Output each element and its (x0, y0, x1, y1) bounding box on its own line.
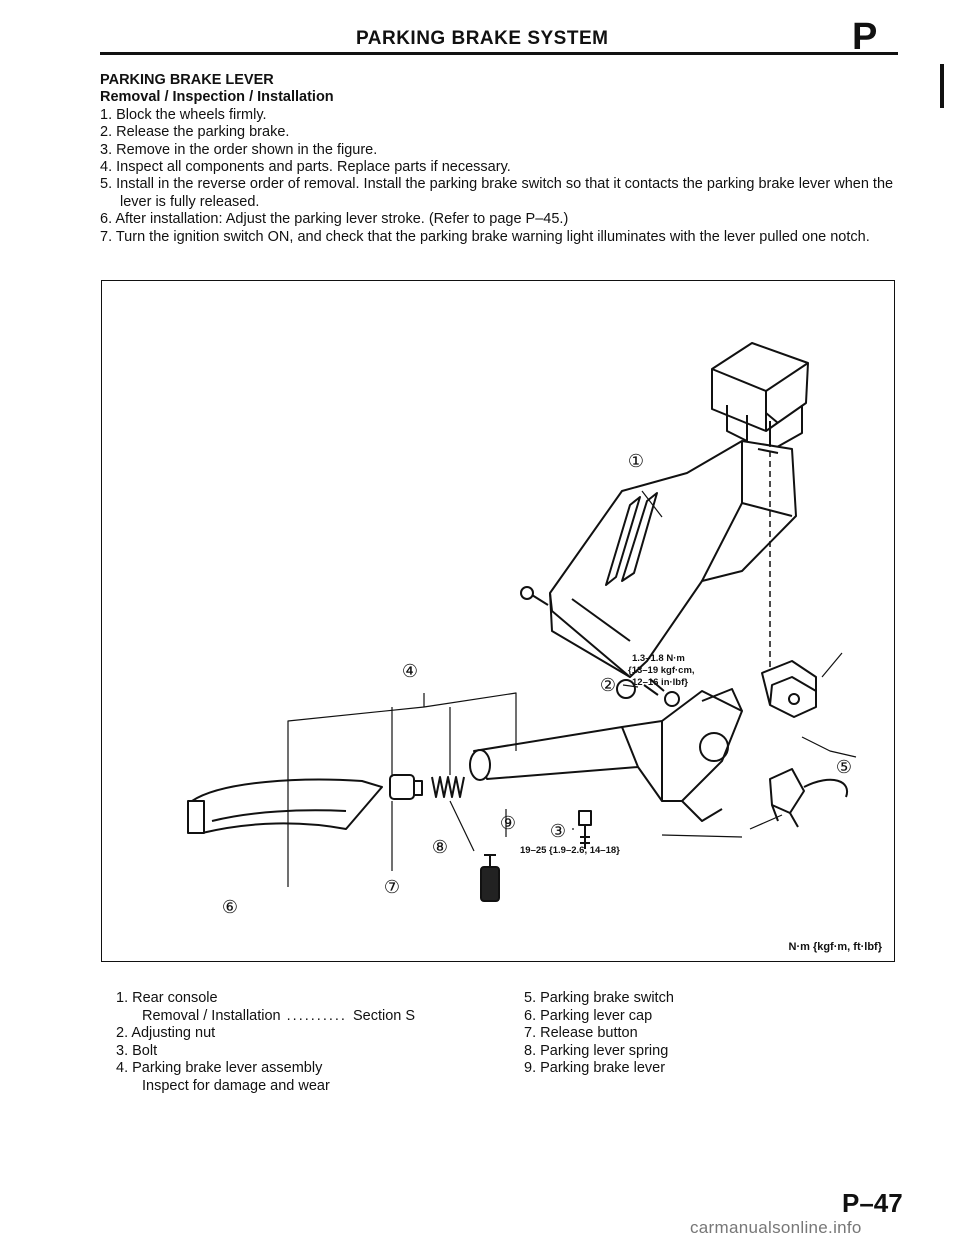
step-5: 5. Install in the reverse order of remov… (100, 176, 894, 210)
console-lid (711, 342, 809, 452)
step-1: 1. Block the wheels firmly. (100, 106, 267, 123)
legend-item-1-sub-text: Removal / Installation (142, 1007, 281, 1024)
page-title: PARKING BRAKE SYSTEM (356, 28, 609, 49)
callout-4: ④ (402, 661, 418, 681)
lever-spring (431, 776, 465, 798)
legend-item-2: 2. Adjusting nut (116, 1025, 216, 1042)
callout-6: ⑥ (222, 897, 238, 917)
section-letter: P (852, 16, 878, 58)
legend-item-8: 8. Parking lever spring (524, 1042, 669, 1059)
torque-spec-1-line-2: {13–19 kgf·cm, (628, 665, 695, 676)
parking-brake-switch (769, 768, 849, 828)
torque-spec-2: 19–25 {1.9–2.6, 14–18} (520, 845, 620, 856)
dot-leader: .......... (280, 1007, 353, 1024)
exploded-view-figure: ① ② ③ ④ ⑤ ⑥ ⑦ ⑧ ⑨ 1.3–1.8 N·m {13–19 kgf… (101, 280, 895, 962)
lever-bolt (578, 810, 592, 849)
callout-3: ③ (550, 821, 566, 841)
section-reference: Section S (352, 1007, 416, 1024)
legend-item-6: 6. Parking lever cap (524, 1007, 653, 1024)
callout-1: ① (628, 451, 644, 471)
step-7: 7. Turn the ignition switch ON, and chec… (100, 228, 870, 245)
step-3: 3. Remove in the order shown in the figu… (100, 141, 378, 158)
callout-7: ⑦ (384, 877, 400, 897)
release-button (389, 774, 423, 800)
legend-item-4-sub: Inspect for damage and wear (142, 1077, 330, 1094)
step-6: 6. After installation: Adjust the parkin… (100, 211, 569, 228)
legend-item-3: 3. Bolt (116, 1042, 158, 1059)
unit-label: N·m {kgf·m, ft·lbf} (788, 941, 883, 953)
legend-item-4: 4. Parking brake lever assembly (116, 1060, 323, 1077)
console-screw (520, 412, 779, 606)
mounting-bracket (761, 660, 817, 718)
legend-item-5: 5. Parking brake switch (524, 990, 674, 1006)
section-heading: PARKING BRAKE LEVER (100, 72, 274, 88)
torque-spec-1-line-3: 12–16 in·lbf} (632, 677, 688, 688)
parts-legend-right: 5. Parking brake switch 6. Parking lever… (524, 990, 824, 1078)
parking-brake-lever (469, 688, 743, 822)
torque-spec-1-line-1: 1.3–1.8 N·m (632, 653, 685, 664)
legend-item-7: 7. Release button (524, 1025, 638, 1042)
intro-text: PARKING BRAKE LEVER Removal / Inspection… (100, 72, 900, 246)
header-rule (100, 52, 898, 55)
step-4: 4. Inspect all components and parts. Rep… (100, 159, 511, 176)
lever-cap (187, 778, 383, 834)
callout-8: ⑧ (432, 837, 448, 857)
adjusting-nut (616, 678, 680, 707)
section-subheading: Removal / Inspection / Installation (100, 89, 334, 106)
callout-9: ⑨ (500, 813, 516, 833)
legend-item-9: 9. Parking brake lever (524, 1060, 666, 1077)
margin-bar (940, 64, 944, 108)
rear-console (549, 440, 797, 678)
exploded-view-drawing: ① ② ③ ④ ⑤ ⑥ ⑦ ⑧ ⑨ 1.3–1.8 N·m {13–19 kgf… (187, 342, 857, 917)
watermark: carmanualsonline.info (690, 1218, 862, 1237)
leader-lines (287, 490, 857, 887)
legend-item-1: 1. Rear console (116, 990, 218, 1006)
page-number: P–47 (842, 1188, 903, 1218)
callout-5: ⑤ (836, 757, 852, 777)
callout-2: ② (600, 675, 616, 695)
step-2: 2. Release the parking brake. (100, 124, 290, 141)
parts-legend-left: 1. Rear console Removal / Installation .… (116, 990, 516, 1096)
legend-item-1-sub: Removal / Installation .......... Sectio… (116, 1008, 516, 1026)
grease-tube (480, 854, 500, 902)
